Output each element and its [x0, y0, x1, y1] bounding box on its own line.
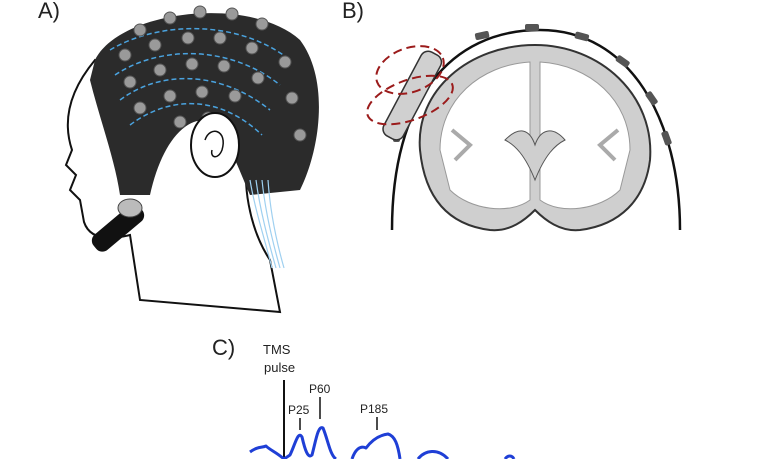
- tep-waveform: [249, 426, 516, 459]
- cable-bundle: [249, 179, 285, 269]
- pulse-label: pulse: [264, 360, 295, 375]
- white-matter: [439, 61, 631, 210]
- magnetic-field-lines: [366, 45, 454, 126]
- eeg-cap: [90, 13, 319, 196]
- peak-label-p185: P185: [360, 402, 388, 416]
- electrodes: [118, 5, 307, 142]
- peak-label-p25: P25: [288, 403, 310, 417]
- tms-coil: [366, 45, 454, 141]
- panel-a-label: A): [38, 0, 60, 23]
- ventricles: [504, 130, 566, 182]
- panel-c-label: C): [212, 335, 235, 360]
- brain-coronal-section: [366, 24, 682, 232]
- tep-waveform-panel: TMS pulse P25 P60 P185: [249, 342, 516, 459]
- ear: [190, 112, 240, 178]
- tms-label: TMS: [263, 342, 291, 357]
- head-with-eeg-cap: [64, 5, 319, 314]
- panel-b-label: B): [342, 0, 364, 23]
- peak-label-p60: P60: [309, 382, 331, 396]
- scalp-electrodes: [393, 24, 672, 146]
